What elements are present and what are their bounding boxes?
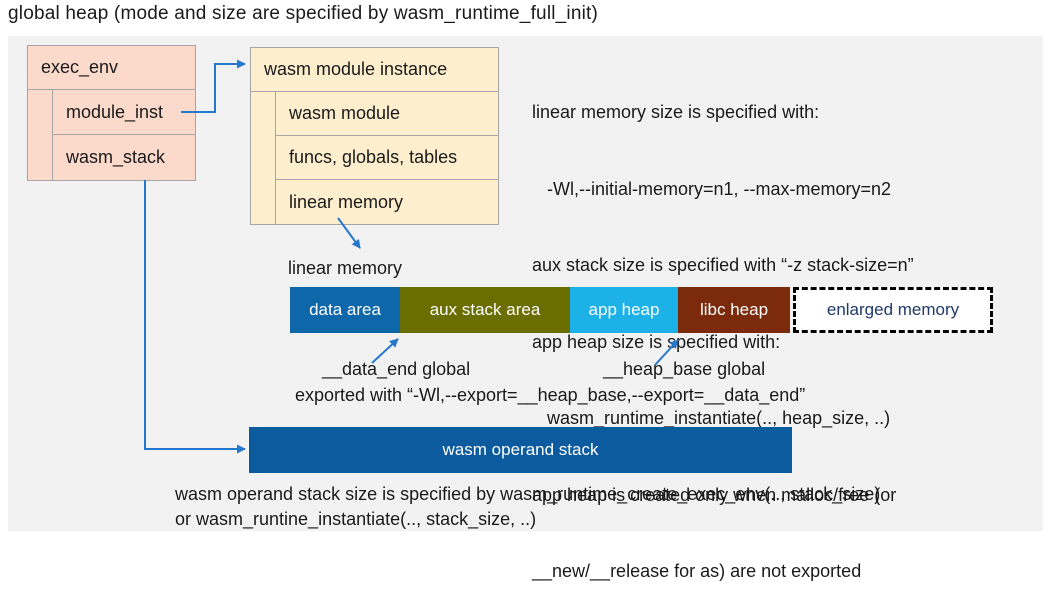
enlarged-memory-label: enlarged memory <box>826 300 960 319</box>
exported-with-note: exported with “-Wl,--export=__heap_base,… <box>295 385 806 405</box>
wasm-operand-stack-bar: wasm operand stack <box>249 427 792 473</box>
data-area-label: data area <box>309 300 381 319</box>
aux-stack-area-label: aux stack area <box>429 300 541 319</box>
module-instance-label: wasm module instance <box>264 59 448 79</box>
note-line: app heap is created only when malloc/fre… <box>532 484 897 505</box>
page-title: global heap (mode and size are specified… <box>8 3 599 24</box>
module-instance-gutter <box>251 92 276 224</box>
segment-aux-stack-area: aux stack area <box>400 287 570 333</box>
note-line: aux stack size is specified with “-z sta… <box>532 255 914 275</box>
exec-env-row-wasm-stack: wasm_stack <box>53 135 195 180</box>
segment-data-area: data area <box>290 287 400 333</box>
exec-env-box: exec_env module_inst wasm_stack <box>27 45 196 181</box>
instance-row-funcs-globals-tables: funcs, globals, tables <box>276 136 498 180</box>
note-line: app heap size is specified with: <box>532 331 781 352</box>
note-line: or wasm_runtine_instantiate(.., stack_si… <box>175 509 537 529</box>
note-line: __new/__release for as) are not exported <box>532 561 862 581</box>
app-heap-label: app heap <box>588 300 660 319</box>
note-line: linear memory size is specified with: <box>532 102 820 122</box>
segment-libc-heap: libc heap <box>678 287 790 333</box>
libc-heap-label: libc heap <box>699 300 769 319</box>
exec-env-gutter <box>28 90 53 180</box>
exec-env-row-module-inst: module_inst <box>53 90 195 135</box>
operand-stack-note: wasm operand stack size is specified by … <box>175 482 880 532</box>
linear-memory-row-label: linear memory <box>289 191 404 212</box>
note-line: wasm_runtime_instantiate(.., heap_size, … <box>532 408 891 428</box>
note-line: -Wl,--initial-memory=n1, --max-memory=n2 <box>532 178 892 199</box>
funcs-globals-tables-label: funcs, globals, tables <box>289 147 458 167</box>
sizing-notes: linear memory size is specified with: -W… <box>532 49 914 610</box>
module-instance-header: wasm module instance <box>251 48 498 92</box>
note-line: wasm operand stack size is specified by … <box>175 484 881 504</box>
wasm-stack-label: wasm_stack <box>66 147 166 167</box>
segment-enlarged-memory: enlarged memory <box>793 287 993 333</box>
heap-base-global-label: __heap_base global <box>603 359 766 379</box>
wasm-operand-stack-label: wasm operand stack <box>442 440 599 459</box>
linear-memory-bar: data area aux stack area app heap libc h… <box>290 287 993 333</box>
segment-app-heap: app heap <box>570 287 678 333</box>
linear-memory-label: linear memory <box>288 258 403 278</box>
exec-env-header: exec_env <box>28 46 195 90</box>
data-end-global-label: __data_end global <box>322 359 471 379</box>
exec-env-label: exec_env <box>41 57 119 77</box>
wasm-module-label: wasm module <box>289 103 401 123</box>
module-inst-label: module_inst <box>66 101 164 122</box>
module-instance-box: wasm module instance wasm module funcs, … <box>250 47 499 225</box>
instance-row-wasm-module: wasm module <box>276 92 498 136</box>
instance-row-linear-memory: linear memory <box>276 180 498 224</box>
